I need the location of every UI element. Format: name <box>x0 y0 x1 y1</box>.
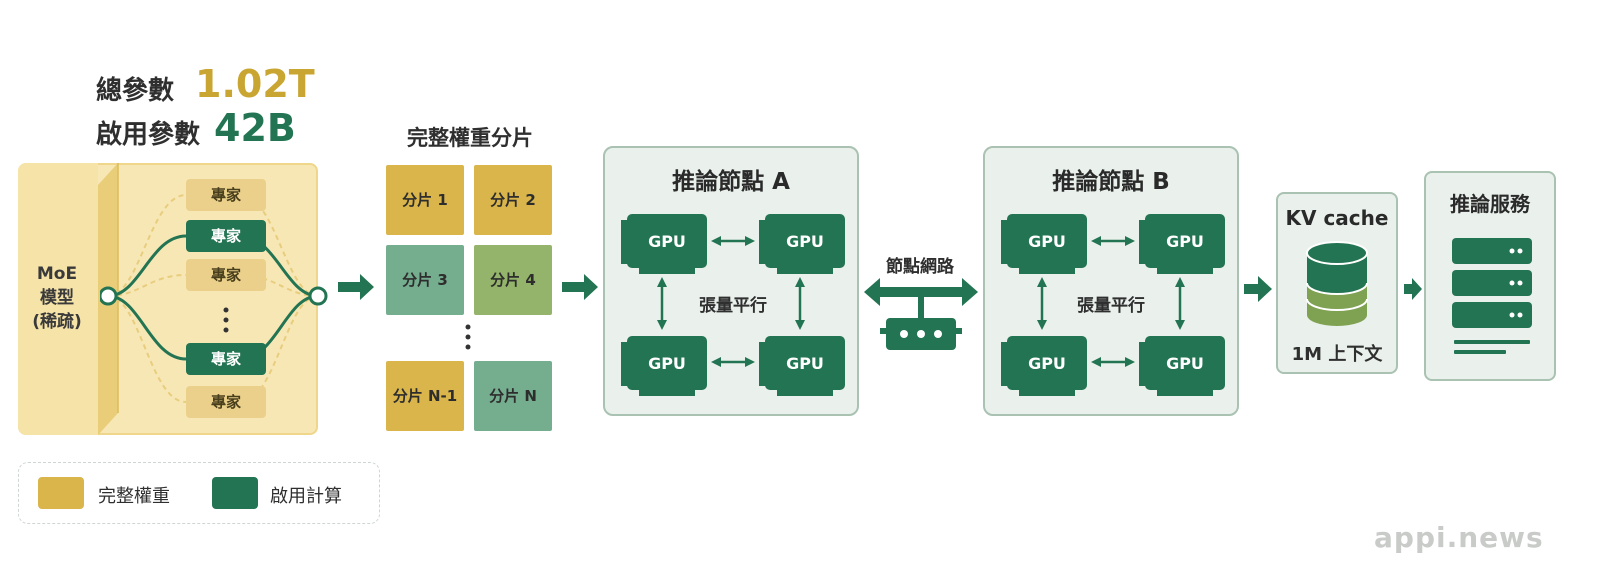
shard-4: 分片 4 <box>474 245 552 315</box>
moe-label-line2: 模型 <box>40 288 74 308</box>
shard-n: 分片 N <box>474 361 552 431</box>
inference-service-title: 推論服務 <box>1450 192 1530 216</box>
legend-full-weights-label: 完整權重 <box>98 486 170 507</box>
expert-1: 專家 <box>186 179 266 211</box>
expert-4-active: 專家 <box>186 343 266 375</box>
bidirectional-arrow-icon <box>711 236 755 246</box>
gpu-label: GPU <box>1028 232 1066 251</box>
gpu-label: GPU <box>648 354 686 373</box>
arrow-right-icon <box>338 274 374 300</box>
expert-5: 專家 <box>186 386 266 418</box>
node-a-title: 推論節點 A <box>672 169 790 195</box>
total-params-value: 1.02T <box>195 62 315 106</box>
node-a-tensor-parallel-label: 張量平行 <box>699 296 767 316</box>
shard-3: 分片 3 <box>386 245 464 315</box>
gpu-label: GPU <box>1028 354 1066 373</box>
network-switch-icon <box>864 278 978 350</box>
node-a-gpu-4: GPU <box>759 336 845 396</box>
total-params-label: 總參數 <box>96 76 175 106</box>
node-b-gpu-1: GPU <box>1001 214 1087 274</box>
node-b-gpu-4: GPU <box>1139 336 1225 396</box>
bidirectional-arrow-icon <box>1175 277 1185 330</box>
gpu-label: GPU <box>1166 354 1204 373</box>
node-b-gpu-3: GPU <box>1001 336 1087 396</box>
gpu-label: GPU <box>786 354 824 373</box>
arrow-right-icon <box>1404 278 1422 300</box>
expert-3: 專家 <box>186 259 266 291</box>
legend <box>18 462 380 524</box>
node-b-tensor-parallel-label: 張量平行 <box>1077 296 1145 316</box>
active-params-value: 42B <box>214 106 296 150</box>
legend-swatch-active-compute <box>212 477 258 509</box>
gpu-label: GPU <box>786 232 824 251</box>
watermark: appi.news <box>1374 521 1544 554</box>
bidirectional-arrow-icon <box>657 277 667 330</box>
active-params-label: 啟用參數 <box>96 120 201 150</box>
bidirectional-arrow-icon <box>1037 277 1047 330</box>
node-b-title: 推論節點 B <box>1052 169 1170 195</box>
gpu-label: GPU <box>1166 232 1204 251</box>
arrow-right-icon <box>1244 276 1272 302</box>
arrow-right-icon <box>562 274 598 300</box>
expert-2-active: 專家 <box>186 220 266 252</box>
node-a-gpu-1: GPU <box>621 214 707 274</box>
moe-routing-paths <box>100 194 328 403</box>
node-b-gpu-2: GPU <box>1139 214 1225 274</box>
bidirectional-arrow-icon <box>1091 357 1135 367</box>
bidirectional-arrow-icon <box>1091 236 1135 246</box>
gpu-label: GPU <box>648 232 686 251</box>
server-stack-icon <box>1452 238 1532 354</box>
ellipsis-icon <box>465 324 471 350</box>
database-icon <box>1306 241 1368 326</box>
bidirectional-arrow-icon <box>711 357 755 367</box>
node-a-gpu-2: GPU <box>759 214 845 274</box>
shard-1: 分片 1 <box>386 165 464 235</box>
legend-active-compute-label: 啟用計算 <box>270 486 342 507</box>
network-label: 節點網路 <box>886 257 954 277</box>
kv-cache-title: KV cache <box>1285 206 1389 230</box>
shard-n-1: 分片 N-1 <box>386 361 464 431</box>
legend-swatch-full-weights <box>38 477 84 509</box>
moe-block-face <box>18 163 98 435</box>
shard-2: 分片 2 <box>474 165 552 235</box>
shards-title: 完整權重分片 <box>407 126 533 150</box>
bidirectional-arrow-icon <box>795 277 805 330</box>
node-a-gpu-3: GPU <box>621 336 707 396</box>
kv-cache-context-label: 1M 上下文 <box>1291 344 1383 365</box>
moe-label-line1: MoE <box>36 264 78 284</box>
moe-label-line3: (稀疏) <box>32 312 82 332</box>
